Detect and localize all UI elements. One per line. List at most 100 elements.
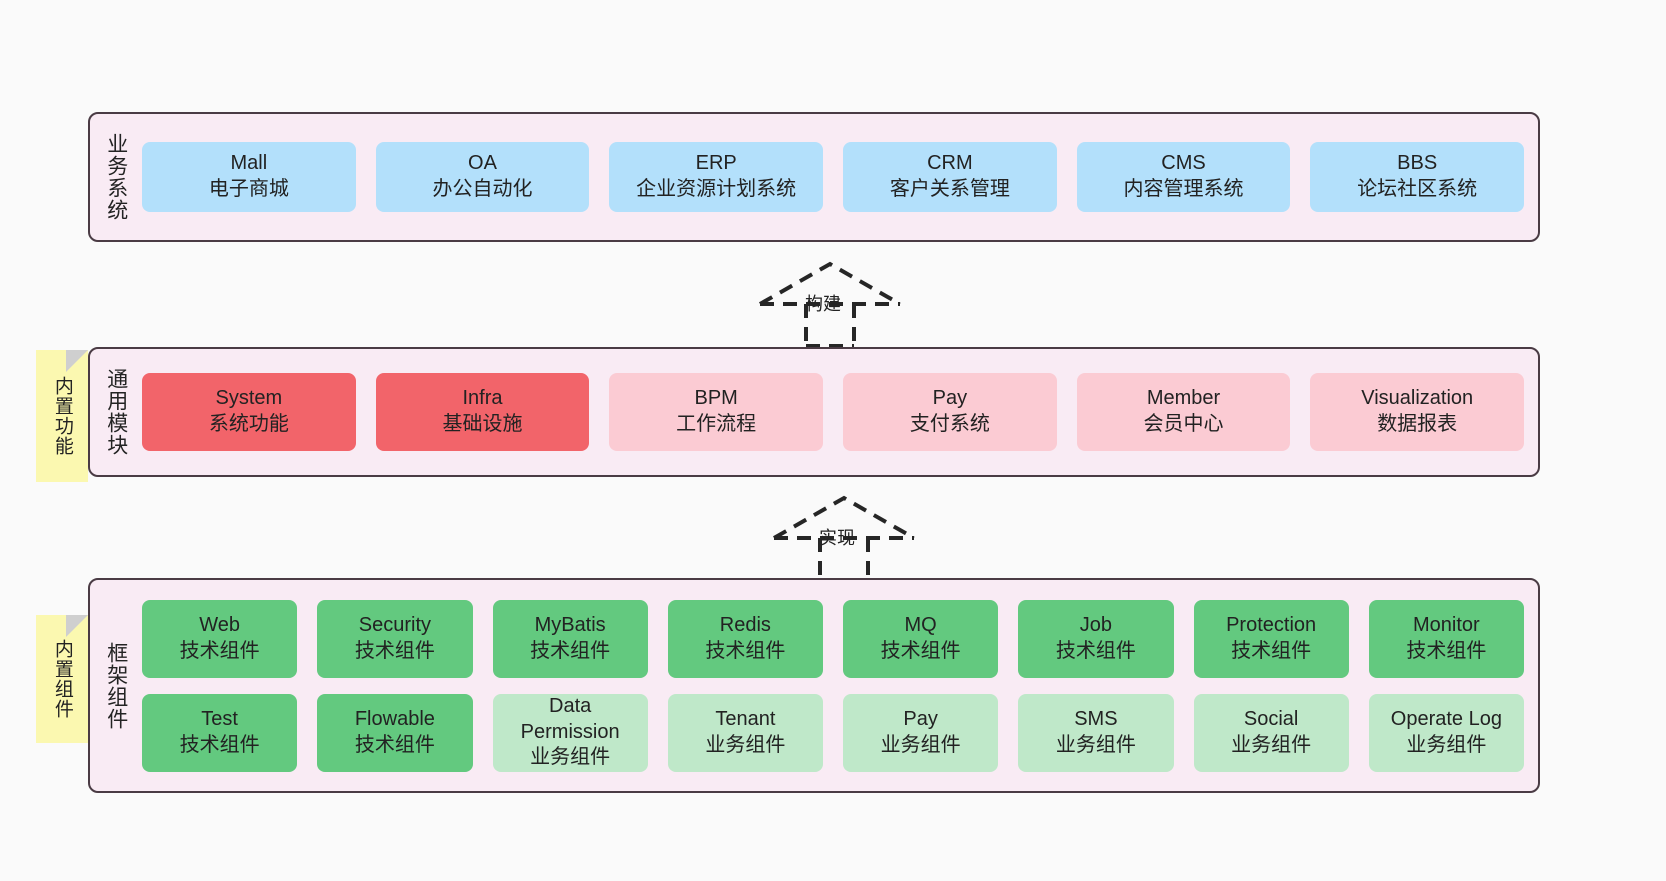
node-sms-en: SMS <box>1074 707 1118 730</box>
node-system-cn: 系统功能 <box>208 413 289 435</box>
node-redis-cn: 技术组件 <box>705 639 786 662</box>
node-cms-en: CMS <box>1161 152 1206 175</box>
business-row: Mall 电子商城 OA 办公自动化 ERP 企业资源计划系统 CRM 客户关系… <box>142 142 1525 212</box>
node-social-cn: 业务组件 <box>1231 733 1312 756</box>
node-mybatis[interactable]: MyBatis 技术组件 <box>492 599 648 678</box>
layer-common-body: System 系统功能 Infra 基础设施 BPM 工作流程 Pay 支付系统… <box>142 349 1538 475</box>
node-mq-cn: 技术组件 <box>880 639 961 662</box>
note-builtin-components-label: 内置组件 <box>51 639 73 719</box>
node-mall-cn: 电子商城 <box>208 178 289 200</box>
node-crm-cn: 客户关系管理 <box>889 178 1010 200</box>
node-erp[interactable]: ERP 企业资源计划系统 <box>609 142 824 212</box>
connector-build-arrow-icon <box>759 261 901 348</box>
node-operate-log-en: Operate Log <box>1390 707 1502 730</box>
node-infra-cn: 基础设施 <box>442 413 523 435</box>
node-mq[interactable]: MQ 技术组件 <box>843 599 999 678</box>
node-security[interactable]: Security 技术组件 <box>317 599 473 678</box>
note-builtin-features-label: 内置功能 <box>51 376 73 456</box>
node-sms[interactable]: SMS 业务组件 <box>1018 693 1174 772</box>
node-social-en: Social <box>1243 707 1299 730</box>
node-bpm[interactable]: BPM 工作流程 <box>609 373 824 451</box>
node-infra[interactable]: Infra 基础设施 <box>375 373 590 451</box>
node-protection-en: Protection <box>1226 613 1317 636</box>
node-monitor[interactable]: Monitor 技术组件 <box>1368 599 1524 678</box>
node-test[interactable]: Test 技术组件 <box>142 693 298 772</box>
node-web-cn: 技术组件 <box>179 639 260 662</box>
node-flowable-cn: 技术组件 <box>354 733 435 756</box>
node-sms-cn: 业务组件 <box>1055 733 1136 756</box>
node-tenant[interactable]: Tenant 业务组件 <box>667 693 823 772</box>
node-protection-cn: 技术组件 <box>1231 639 1312 662</box>
node-cms[interactable]: CMS 内容管理系统 <box>1076 142 1291 212</box>
node-monitor-en: Monitor <box>1413 613 1480 636</box>
node-visualization-en: Visualization <box>1361 387 1474 410</box>
node-pay-component-en: Pay <box>903 707 938 730</box>
node-erp-en: ERP <box>695 152 737 175</box>
node-pay[interactable]: Pay 支付系统 <box>843 373 1057 451</box>
node-pay-component-cn: 业务组件 <box>880 733 961 756</box>
node-infra-en: Infra <box>462 387 503 410</box>
node-bbs[interactable]: BBS 论坛社区系统 <box>1310 142 1525 212</box>
framework-row-1: Web 技术组件 Security 技术组件 MyBatis 技术组件 Redi… <box>142 599 1524 678</box>
node-flowable[interactable]: Flowable 技术组件 <box>317 693 473 772</box>
node-crm[interactable]: CRM 客户关系管理 <box>843 142 1057 212</box>
node-member-en: Member <box>1146 387 1221 410</box>
node-redis-en: Redis <box>719 613 771 636</box>
node-system-en: System <box>215 387 283 410</box>
node-tenant-cn: 业务组件 <box>705 733 786 756</box>
node-erp-cn: 企业资源计划系统 <box>636 178 797 200</box>
connector-build: 构建 <box>752 258 908 348</box>
layer-business-body: Mall 电子商城 OA 办公自动化 ERP 企业资源计划系统 CRM 客户关系… <box>142 114 1538 240</box>
note-builtin-features: 内置功能 <box>36 350 88 482</box>
layer-framework-body: Web 技术组件 Security 技术组件 MyBatis 技术组件 Redi… <box>142 580 1538 791</box>
layer-business-systems: 业务系统 Mall 电子商城 OA 办公自动化 ERP 企业资源计划系统 CRM… <box>88 112 1540 242</box>
node-security-cn: 技术组件 <box>354 639 435 662</box>
node-crm-en: CRM <box>927 152 973 175</box>
node-oa[interactable]: OA 办公自动化 <box>375 142 590 212</box>
node-test-en: Test <box>201 707 238 730</box>
connector-implement-label: 实现 <box>819 528 855 548</box>
node-social[interactable]: Social 业务组件 <box>1193 693 1349 772</box>
node-bpm-en: BPM <box>694 387 738 410</box>
framework-row-2: Test 技术组件 Flowable 技术组件 Data Permission … <box>142 693 1524 772</box>
node-protection[interactable]: Protection 技术组件 <box>1193 599 1349 678</box>
node-member-cn: 会员中心 <box>1143 413 1224 435</box>
node-oa-cn: 办公自动化 <box>432 178 533 200</box>
node-bpm-cn: 工作流程 <box>676 413 757 435</box>
node-security-en: Security <box>358 613 431 636</box>
node-job-cn: 技术组件 <box>1055 639 1136 662</box>
node-job[interactable]: Job 技术组件 <box>1018 599 1174 678</box>
node-data-permission-en: Data Permission <box>520 695 620 743</box>
node-monitor-cn: 技术组件 <box>1406 639 1487 662</box>
connector-implement: 实现 <box>766 492 922 582</box>
common-row: System 系统功能 Infra 基础设施 BPM 工作流程 Pay 支付系统… <box>142 373 1525 451</box>
layer-framework-components: 框架组件 Web 技术组件 Security 技术组件 MyBatis 技术组件… <box>88 578 1540 793</box>
layer-framework-title: 框架组件 <box>104 641 128 730</box>
node-test-cn: 技术组件 <box>179 733 260 756</box>
node-member[interactable]: Member 会员中心 <box>1076 373 1291 451</box>
connector-implement-arrow-icon <box>773 495 915 582</box>
node-mybatis-cn: 技术组件 <box>530 639 611 662</box>
node-pay-cn: 支付系统 <box>909 413 990 435</box>
node-tenant-en: Tenant <box>715 707 776 730</box>
node-web[interactable]: Web 技术组件 <box>142 599 298 678</box>
node-job-en: Job <box>1079 613 1112 636</box>
node-pay-en: Pay <box>932 387 968 410</box>
node-mall[interactable]: Mall 电子商城 <box>142 142 356 212</box>
node-data-permission-cn: 业务组件 <box>530 746 611 769</box>
node-operate-log-cn: 业务组件 <box>1406 733 1487 756</box>
node-redis[interactable]: Redis 技术组件 <box>667 599 823 678</box>
node-operate-log[interactable]: Operate Log 业务组件 <box>1368 693 1524 772</box>
node-visualization[interactable]: Visualization 数据报表 <box>1310 373 1525 451</box>
node-cms-cn: 内容管理系统 <box>1123 178 1244 200</box>
node-system[interactable]: System 系统功能 <box>142 373 356 451</box>
node-mq-en: MQ <box>904 613 937 636</box>
connector-build-label: 构建 <box>805 294 841 314</box>
layer-common-title: 通用模块 <box>104 368 128 456</box>
node-pay-component[interactable]: Pay 业务组件 <box>843 693 999 772</box>
node-data-permission[interactable]: Data Permission 业务组件 <box>492 693 648 772</box>
node-flowable-en: Flowable <box>354 707 435 730</box>
node-web-en: Web <box>199 613 240 636</box>
layer-business-title: 业务系统 <box>104 133 128 221</box>
